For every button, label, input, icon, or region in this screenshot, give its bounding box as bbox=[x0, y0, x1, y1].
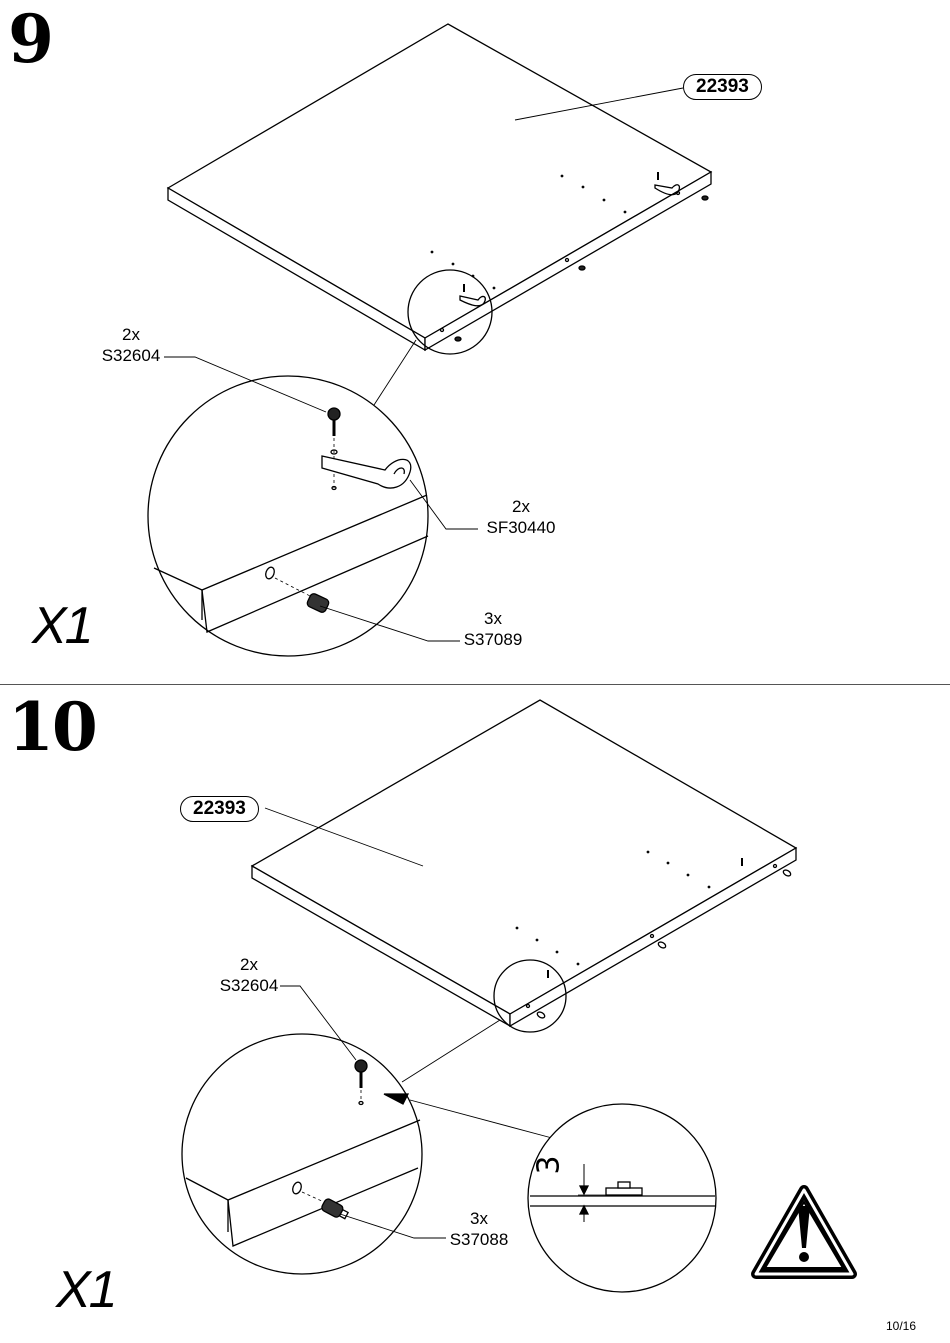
step-10-number: 10 bbox=[8, 688, 98, 766]
step-10-dowel-code: S37088 bbox=[449, 1230, 509, 1249]
step-10-screw-code: S32604 bbox=[219, 976, 279, 995]
step-divider bbox=[0, 684, 950, 685]
step-10-dowel-label: 3x S37088 bbox=[444, 1208, 514, 1250]
step-10-panel-code: 22393 bbox=[180, 796, 259, 822]
step-9-number: 9 bbox=[8, 0, 54, 78]
step-9-illustration bbox=[147, 23, 713, 657]
step-10-screw-label: 2x S32604 bbox=[214, 954, 284, 996]
page-number: 10/16 bbox=[885, 1319, 916, 1333]
step-9-bracket-code: SF30440 bbox=[486, 518, 556, 537]
step-10-dowel-qty: 3x bbox=[470, 1209, 488, 1228]
step-9-dowel-qty: 3x bbox=[484, 609, 502, 628]
step-9-screw-code: S32604 bbox=[101, 346, 161, 365]
step-10-multiplier: X1 bbox=[56, 1261, 118, 1319]
step-9-multiplier: X1 bbox=[32, 597, 94, 655]
step-9-panel-code: 22393 bbox=[683, 74, 762, 100]
step-9-screw-qty: 2x bbox=[122, 325, 140, 344]
step-9-dowel-code: S37089 bbox=[463, 630, 523, 649]
step-9-bracket-qty: 2x bbox=[512, 497, 530, 516]
step-9-dowel-label: 3x S37089 bbox=[458, 608, 528, 650]
step-9-bracket-label: 2x SF30440 bbox=[478, 496, 564, 538]
step-10-screw-qty: 2x bbox=[240, 955, 258, 974]
step-9-screw-label: 2x S32604 bbox=[98, 324, 164, 366]
